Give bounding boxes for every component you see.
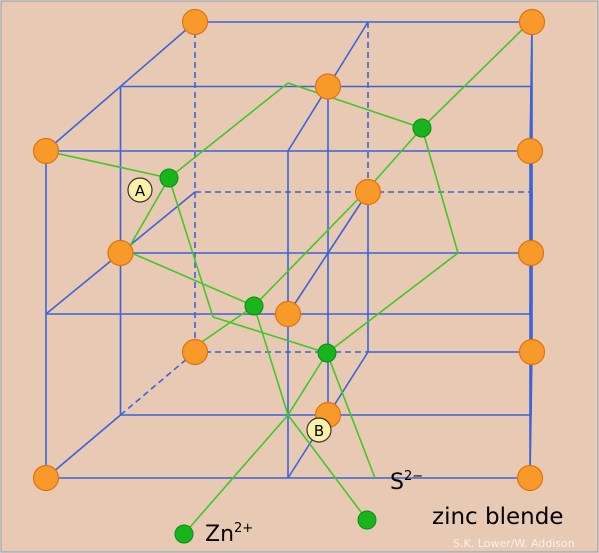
bond-line [287, 414, 368, 521]
zinc-atom [357, 510, 377, 530]
tetrahedral-bonds [45, 21, 531, 535]
sulfide-atom [314, 73, 342, 100]
site-marker-b-circle [306, 417, 332, 443]
bond-line [287, 352, 328, 416]
zinc-ion-symbol: Zn [205, 522, 234, 547]
sulfide-atom [354, 178, 382, 206]
sulfide-ion-charge: 2− [404, 469, 423, 484]
sulfide-atom [32, 464, 60, 492]
zinc-ion-charge: 2+ [234, 521, 253, 536]
sulfide-atom [181, 338, 209, 366]
lattice-line [119, 191, 196, 254]
bond-line [212, 316, 328, 354]
zinc-ions [159, 118, 432, 544]
bond-line [183, 414, 289, 535]
bond-line [326, 352, 376, 479]
zinc-ion-label: Zn2+ [205, 521, 253, 547]
sulfide-ions [32, 8, 546, 492]
lattice-line [45, 85, 122, 152]
site-marker-a-circle [127, 177, 153, 203]
site-marker-b-label: B [314, 422, 324, 440]
lattice-line [119, 351, 196, 416]
bond-line [126, 177, 170, 252]
zinc-atom [174, 524, 194, 544]
structure-name: zinc blende [432, 504, 563, 530]
sulfide-ion-symbol: S [390, 470, 404, 495]
sulfide-atom [181, 8, 209, 36]
bond-line [421, 127, 459, 254]
sulfide-ion-label: S2− [390, 469, 423, 495]
sulfide-atom [516, 464, 544, 492]
sulfide-atom [517, 239, 545, 267]
bond-line [126, 250, 255, 307]
bond-line [253, 305, 289, 416]
site-marker-b: B [306, 417, 332, 443]
bond-line [45, 150, 170, 179]
sulfide-atom [518, 338, 546, 366]
credit-text: S.K. Lower/W. Addison [453, 537, 575, 550]
bond-line [253, 191, 366, 307]
bond-line [287, 82, 423, 129]
bond-line [326, 252, 459, 354]
lattice-line [119, 21, 196, 88]
bond-line [421, 21, 531, 129]
site-marker-a: A [127, 177, 153, 203]
sulfide-atom [107, 239, 134, 267]
lattice-line [45, 252, 122, 315]
lattice-line [45, 414, 122, 479]
bond-line [195, 305, 255, 347]
sulfide-atom [274, 300, 302, 328]
zinc-atom [159, 168, 179, 188]
zinc-atom [317, 343, 337, 363]
bond-line [168, 177, 214, 318]
bond-line [168, 82, 289, 179]
unit-cell-lattice [45, 21, 533, 479]
sulfide-atom [516, 137, 544, 165]
zinc-atom [412, 118, 432, 138]
zinc-atom [244, 296, 264, 316]
sulfide-atom [32, 137, 60, 165]
site-marker-a-label: A [135, 182, 146, 200]
sulfide-atom [518, 8, 546, 36]
